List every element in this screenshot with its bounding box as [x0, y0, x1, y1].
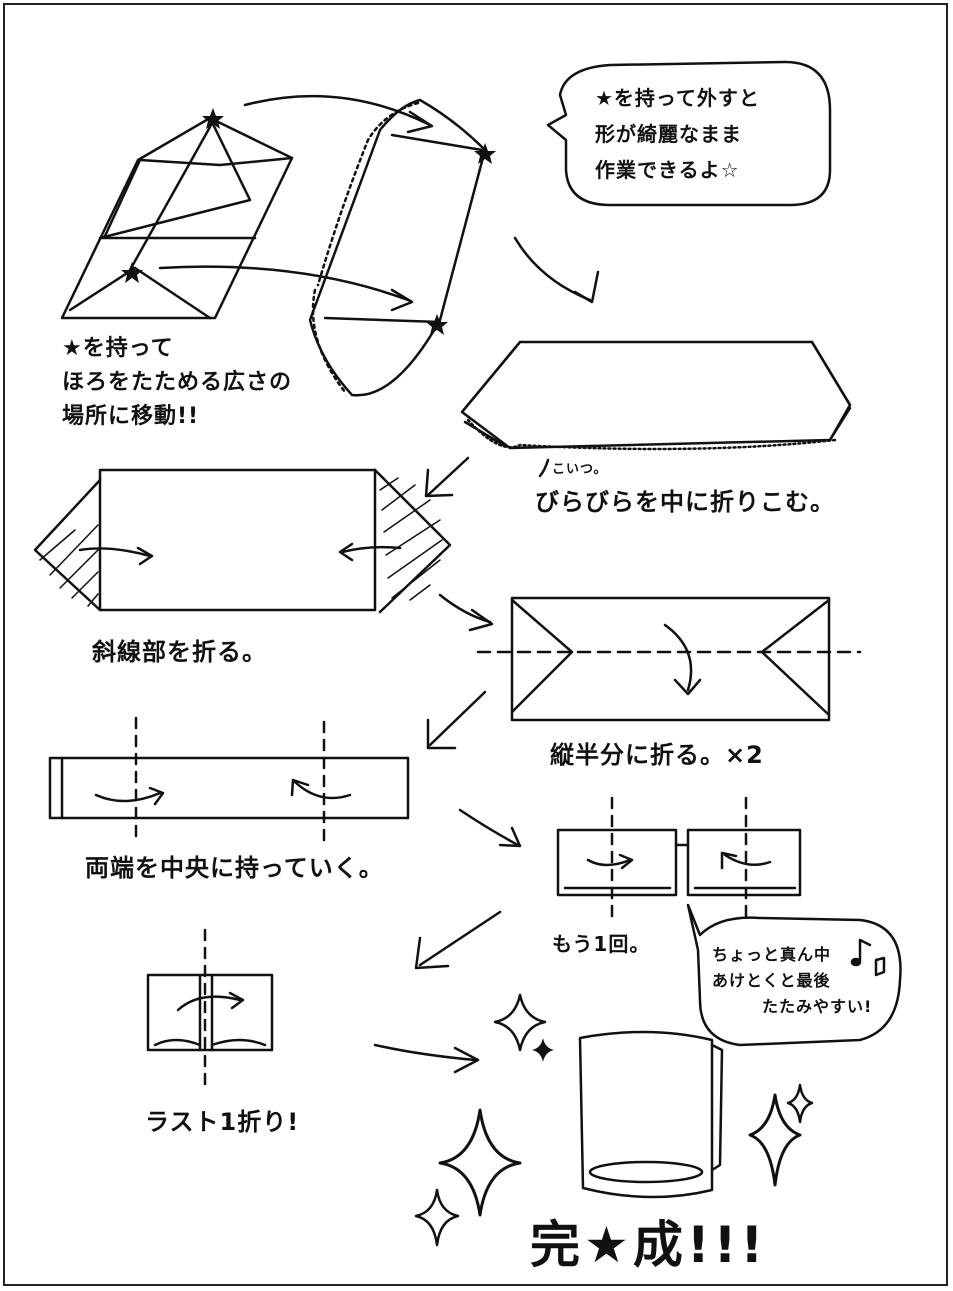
folded-block-sketch: [146, 928, 274, 1092]
step1-instructions: ★を持って ほろをたためる広さの 場所に移動!!: [62, 332, 292, 434]
two-blocks-sketch: [556, 796, 802, 920]
music-note-icon: [850, 938, 886, 977]
speech-bubble: [546, 60, 832, 207]
arrow-icon: [424, 456, 470, 498]
sparkle-icon: [786, 1083, 814, 1124]
sparkle-icon: [532, 1038, 554, 1062]
arrow-icon: [720, 851, 772, 870]
arrow-icon: [158, 265, 414, 312]
arrow-icon: [94, 786, 165, 806]
completion-title: 完★成!!!: [530, 1216, 768, 1274]
arrow-icon: [373, 1043, 480, 1074]
step1-line1: ★を持って: [62, 336, 174, 361]
sparkle-icon: [493, 993, 547, 1052]
dashed-fold-rectangle-sketch: [476, 596, 862, 722]
step2-instruction: びらびらを中に折りこむ。: [535, 488, 835, 516]
arrow-icon: [78, 546, 154, 566]
star-icon: [474, 143, 496, 164]
arrow-icon: [586, 853, 634, 870]
folded-rectangle-sketch: [460, 340, 852, 451]
step4-instruction: 縦半分に折る。×2: [550, 741, 764, 769]
step3-instruction: 斜線部を折る。: [92, 638, 267, 666]
finished-bag-sketch: [578, 1030, 724, 1199]
arrow-icon: [338, 542, 402, 562]
sparkle-icon: [414, 1188, 460, 1247]
bubble-top-line2: 形が綺麗なまま: [595, 122, 742, 146]
speech-bubble: [686, 903, 902, 1047]
step2-note: こいつ。: [552, 462, 608, 477]
arrow-icon: [176, 991, 245, 1012]
step1-line3: 場所に移動!!: [62, 404, 200, 429]
star-icon: [121, 262, 143, 283]
hatched-rectangle-sketch: [33, 468, 452, 614]
step1-line2: ほろをたためる広さの: [62, 370, 293, 395]
arrow-icon: [243, 94, 434, 134]
step6-instruction: もう1回。: [552, 932, 651, 956]
arrow-icon: [426, 690, 487, 750]
pointer-mark: [538, 458, 550, 478]
strip-sketch: [48, 716, 410, 842]
bubble-top-line3: 作業できるよ☆: [595, 158, 740, 182]
bubble-bottom-line1: ちょっと真ん中: [712, 945, 832, 964]
sparkle-icon: [438, 1108, 522, 1217]
arrow-icon: [438, 593, 494, 632]
bubble-top-line1: ★を持って外すと: [595, 86, 760, 110]
arrow-icon: [663, 623, 702, 696]
star-icon: [426, 314, 448, 335]
folded-frame-sketch: [60, 116, 294, 320]
arrow-icon: [458, 808, 522, 848]
bubble-bottom-text: ちょっと真ん中 あけとくと最後 たたみやすい!: [712, 942, 872, 1020]
arrow-icon: [513, 236, 600, 304]
sparkle-icon: [748, 1093, 802, 1187]
arrow-icon: [414, 910, 502, 970]
star-icon: [202, 108, 224, 129]
bubble-bottom-line3: たたみやすい!: [762, 997, 873, 1016]
bubble-bottom-line2: あけとくと最後: [712, 971, 831, 990]
arrow-icon: [290, 778, 352, 800]
bubble-top-text: ★を持って外すと 形が綺麗なまま 作業できるよ☆: [595, 80, 760, 188]
hood-fabric-sketch: [308, 98, 487, 397]
step7-instruction: ラスト1折り!: [145, 1108, 300, 1136]
step5-instruction: 両端を中央に持っていく。: [85, 854, 384, 882]
